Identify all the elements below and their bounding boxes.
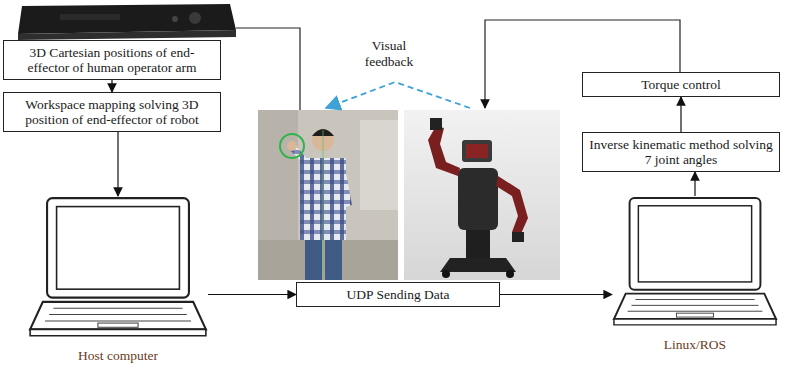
- robot-image: [404, 110, 560, 280]
- flow-arrow: [500, 294, 612, 295]
- flow-arrow: [680, 97, 681, 132]
- box-text: Torque control: [589, 77, 773, 92]
- process-box: Inverse kinematic method solving 7 joint…: [582, 132, 780, 172]
- computer-node: Host computer: [28, 196, 208, 363]
- laptop-icon: [28, 196, 208, 344]
- process-box: 3D Cartesian positions of end-effector o…: [3, 40, 221, 80]
- computer-label: Host computer: [28, 348, 208, 363]
- process-box: Workspace mapping solving 3D position of…: [3, 92, 221, 132]
- process-box: UDP Sending Data: [296, 282, 500, 307]
- laptop-icon: [612, 196, 778, 333]
- computer-label: Linux/ROS: [612, 337, 778, 352]
- feedback-arrow: [326, 82, 470, 108]
- flow-arrow: [117, 132, 118, 196]
- box-text: 3D Cartesian positions of end-effector o…: [10, 45, 214, 75]
- computer-node: Linux/ROS: [612, 196, 778, 352]
- flow-arrow: [111, 80, 112, 92]
- sensor-wire: [236, 28, 300, 110]
- kinect-sensor: [18, 4, 236, 40]
- operator-photo: [258, 110, 398, 280]
- process-box: Torque control: [582, 72, 780, 97]
- box-text: UDP Sending Data: [303, 287, 493, 302]
- box-text: Workspace mapping solving 3D position of…: [10, 97, 214, 127]
- flow-arrow: [694, 172, 695, 196]
- annotation-label: Visual feedback: [352, 38, 426, 70]
- flow-arrow: [208, 294, 296, 295]
- box-text: Inverse kinematic method solving 7 joint…: [589, 137, 773, 167]
